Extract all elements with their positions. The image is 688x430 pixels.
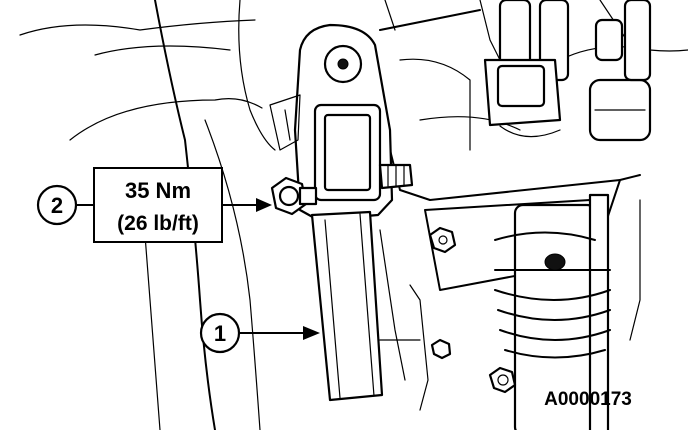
callout-1-group: 1 (199, 312, 320, 354)
mount-assembly (424, 193, 641, 430)
hose-assembly (483, 0, 652, 142)
torque-spec-metric: 35 Nm (125, 178, 191, 203)
torque-spec-box (93, 167, 223, 243)
figure-id: A0000173 (544, 389, 632, 410)
callout-1-arrowhead (303, 326, 320, 340)
mounting-bolt (270, 176, 318, 216)
sensor-bracket (269, 23, 414, 222)
callout-2-number: 2 (51, 193, 63, 218)
callout-2-arrowhead (256, 198, 272, 212)
torque-spec-imperial: (26 lb/ft) (117, 212, 199, 235)
callout-2-group: 2 35 Nm (26 lb/ft) (36, 167, 272, 243)
sensor-rod (310, 210, 452, 411)
callout-1-number: 1 (214, 321, 226, 346)
